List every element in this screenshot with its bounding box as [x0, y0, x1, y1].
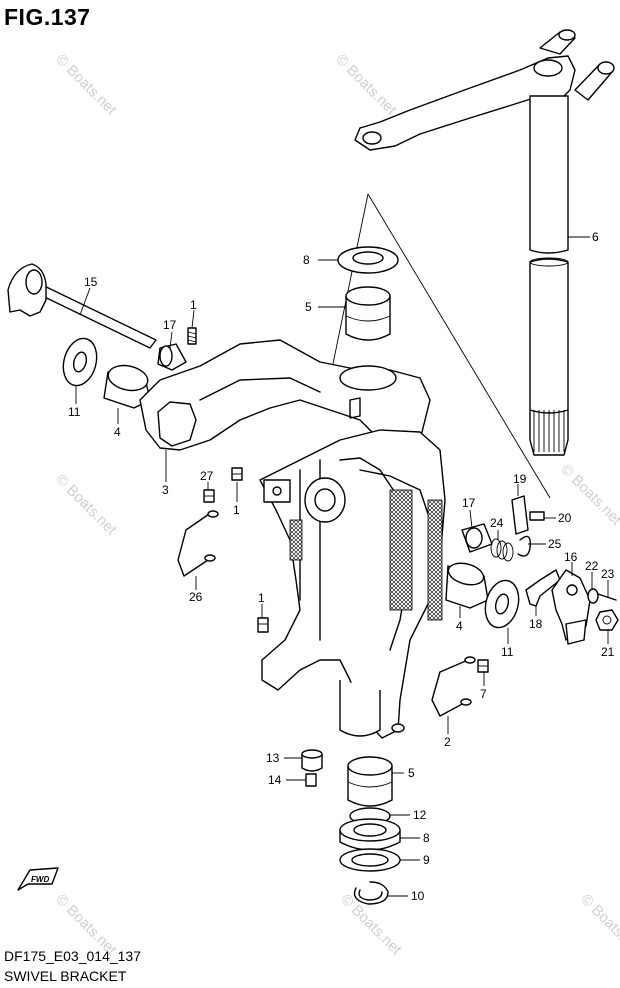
bolt-top — [187, 327, 197, 345]
callout-8: 8 — [423, 831, 430, 845]
lever-18 — [525, 569, 561, 607]
washer-right — [484, 579, 520, 629]
callout-1: 1 — [233, 503, 240, 517]
callout-17: 17 — [163, 318, 177, 332]
callout-19: 19 — [513, 472, 527, 486]
callout-15: 15 — [84, 275, 98, 289]
bolt-mid — [231, 467, 243, 481]
bolt-20 — [529, 511, 545, 521]
watermark: © Boats.net — [332, 51, 400, 119]
bushing-left — [103, 364, 151, 409]
callout-4: 4 — [114, 425, 121, 439]
model-code: DF175_E03_014_137 — [4, 948, 142, 964]
small-bushing-right — [461, 523, 493, 553]
washer-upper — [337, 246, 399, 274]
callout-2: 2 — [444, 735, 451, 749]
callout-22: 22 — [585, 559, 599, 573]
watermark: © Boats.net — [577, 891, 620, 959]
callout-27: 27 — [200, 469, 214, 483]
ground-lead-right — [431, 656, 476, 717]
washer-9 — [339, 848, 401, 872]
callout-5: 5 — [408, 766, 415, 780]
nut-21 — [595, 609, 619, 631]
bracket-16 — [551, 569, 591, 645]
washer-left — [62, 337, 98, 387]
callout-16: 16 — [564, 550, 578, 564]
stopper-13 — [301, 749, 323, 772]
callout-5: 5 — [305, 300, 312, 314]
small-bushing-left — [157, 343, 187, 371]
bolt-lower — [257, 617, 269, 633]
svg-text:FWD: FWD — [31, 875, 49, 884]
bolt-7 — [477, 659, 489, 673]
callout-8: 8 — [303, 253, 310, 267]
callout-11: 11 — [501, 645, 514, 659]
plate-19 — [511, 495, 529, 535]
bushing-right — [445, 562, 489, 609]
pin-23 — [597, 593, 617, 601]
circlip-10 — [353, 881, 389, 905]
callout-11: 11 — [68, 405, 81, 419]
callout-26: 26 — [189, 590, 203, 604]
callout-14: 14 — [268, 773, 282, 787]
callout-4: 4 — [456, 619, 463, 633]
ground-lead-left — [177, 510, 219, 577]
callout-23: 23 — [601, 567, 615, 581]
callout-17: 17 — [462, 496, 476, 510]
fwd-arrow: FWD — [17, 867, 59, 891]
callout-12: 12 — [413, 808, 427, 822]
callout-1: 1 — [258, 591, 265, 605]
bushing-lower — [347, 756, 393, 807]
bolt-27 — [203, 489, 215, 503]
callout-18: 18 — [529, 617, 543, 631]
bushing-upper — [345, 286, 391, 341]
washer-22 — [587, 588, 599, 604]
callout-labels: 6 8 5 15 1 17 11 4 3 27 1 26 1 19 17 20 … — [68, 230, 615, 903]
assembly-name: SWIVEL BRACKET — [4, 968, 127, 984]
callout-3: 3 — [162, 483, 169, 497]
callout-21: 21 — [601, 645, 615, 659]
washer-8-lower — [339, 818, 401, 851]
watermark: © Boats.net — [52, 51, 120, 119]
callout-1: 1 — [190, 298, 197, 312]
callout-24: 24 — [490, 516, 504, 530]
steering-shaft — [354, 29, 615, 456]
callout-25: 25 — [548, 537, 562, 551]
swivel-bracket-body — [139, 339, 446, 739]
clip-25 — [517, 535, 531, 557]
watermark: © Boats.net — [337, 891, 405, 959]
callout-10: 10 — [411, 889, 425, 903]
watermark: © Boats.net — [52, 471, 120, 539]
spring-24 — [490, 538, 514, 562]
callout-7: 7 — [480, 687, 487, 701]
bolt-14 — [305, 773, 317, 787]
callout-13: 13 — [266, 751, 280, 765]
callout-6: 6 — [592, 230, 599, 244]
callout-9: 9 — [423, 853, 430, 867]
callout-20: 20 — [558, 511, 572, 525]
tilt-tube — [7, 263, 157, 349]
leader-lines — [75, 236, 609, 897]
figure-title: FIG.137 — [4, 4, 91, 30]
